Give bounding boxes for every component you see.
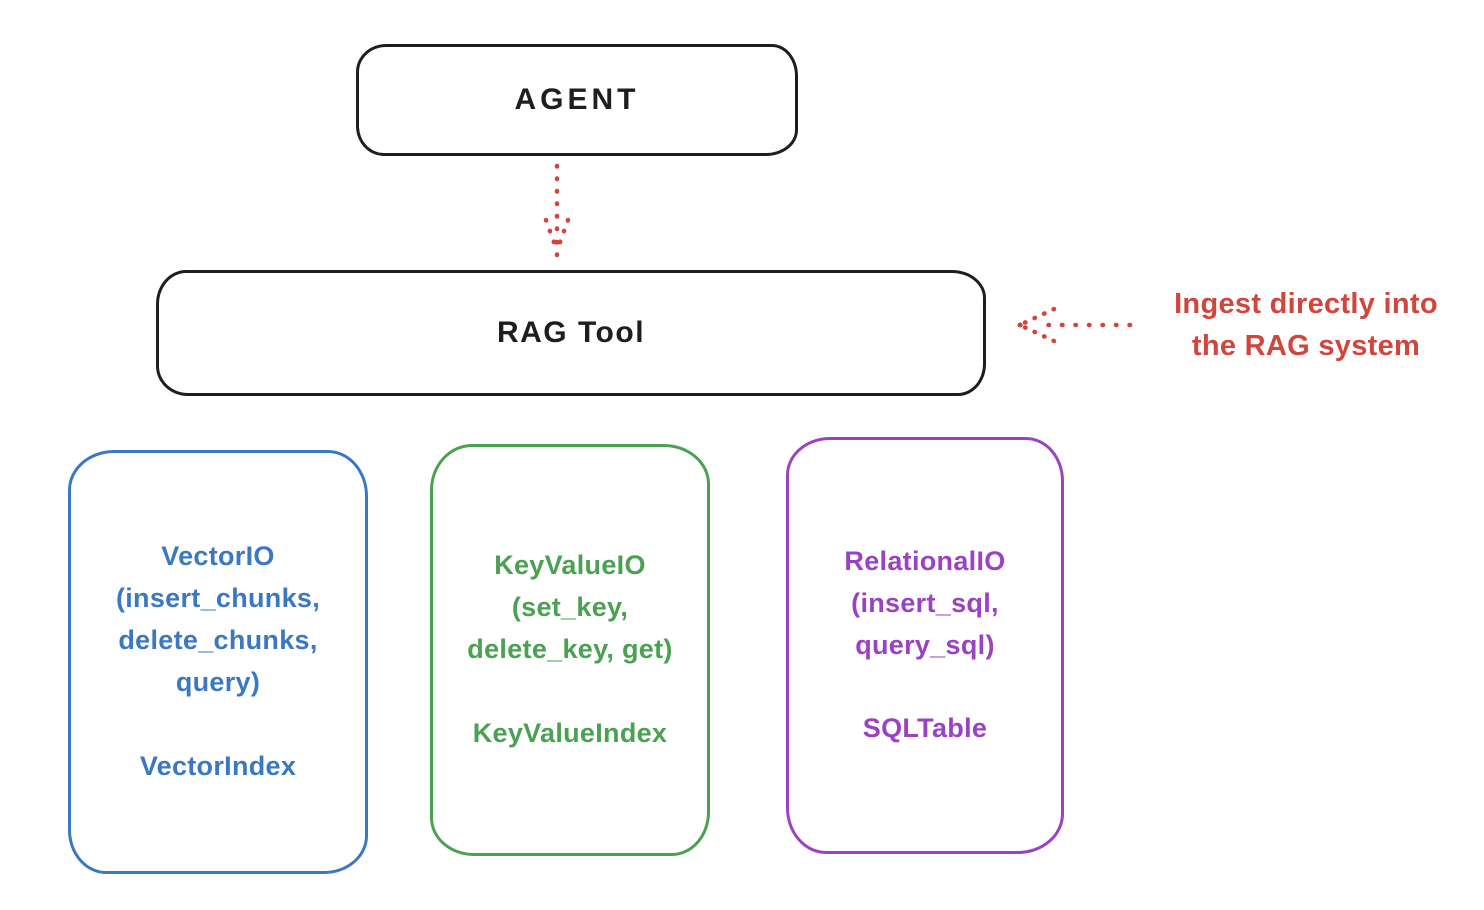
rag-tool-box: RAG Tool (156, 270, 986, 396)
vector-io-card: VectorIO (insert_chunks, delete_chunks, … (68, 450, 368, 874)
vector-io-signature: VectorIO (insert_chunks, delete_chunks, … (115, 541, 321, 697)
agent-label: AGENT (514, 83, 640, 116)
key-value-io-card: KeyValueIO (set_key, delete_key, get) Ke… (430, 444, 710, 856)
vector-index-label: VectorIndex (139, 750, 297, 781)
ingest-arrow-icon (1014, 302, 1134, 348)
key-value-index-label: KeyValueIndex (472, 717, 668, 748)
agent-box: AGENT (356, 44, 798, 156)
ingest-annotation-line2: the RAG system (1191, 330, 1421, 363)
rag-tool-label: RAG Tool (496, 316, 646, 349)
relational-io-card: RelationalIO (insert_sql, query_sql) SQL… (786, 437, 1064, 854)
key-value-io-signature: KeyValueIO (set_key, delete_key, get) (467, 550, 673, 664)
agent-to-ragtool-arrow-icon (543, 162, 571, 262)
ingest-annotation: Ingest directly into the RAG system (1138, 283, 1474, 367)
sql-table-label: SQLTable (862, 713, 988, 744)
relational-io-signature: RelationalIO (insert_sql, query_sql) (844, 545, 1006, 660)
ingest-annotation-line1: Ingest directly into (1174, 288, 1438, 320)
